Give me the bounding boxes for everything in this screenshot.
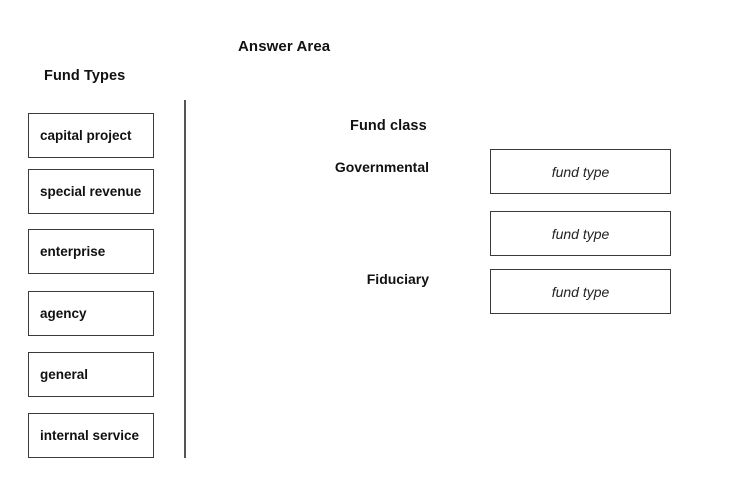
fund-type-option-general[interactable]: general [28,352,154,397]
drop-target-fiduciary-1[interactable]: fund type [490,269,671,314]
fund-class-label-governmental: Governmental [334,159,429,175]
fund-class-column-header: Fund class [350,118,427,134]
fund-type-option-capital-project[interactable]: capital project [28,113,154,158]
drop-target-governmental-1[interactable]: fund type [490,149,671,194]
fund-type-option-internal-service[interactable]: internal service [28,413,154,458]
drop-target-governmental-2[interactable]: fund type [490,211,671,256]
vertical-divider [184,100,186,458]
fund-class-label-fiduciary: Fiduciary [366,271,429,287]
answer-area-title: Answer Area [238,38,331,55]
fund-types-title: Fund Types [44,68,126,84]
fund-type-option-enterprise[interactable]: enterprise [28,229,154,274]
fund-type-option-special-revenue[interactable]: special revenue [28,169,154,214]
fund-type-option-agency[interactable]: agency [28,291,154,336]
